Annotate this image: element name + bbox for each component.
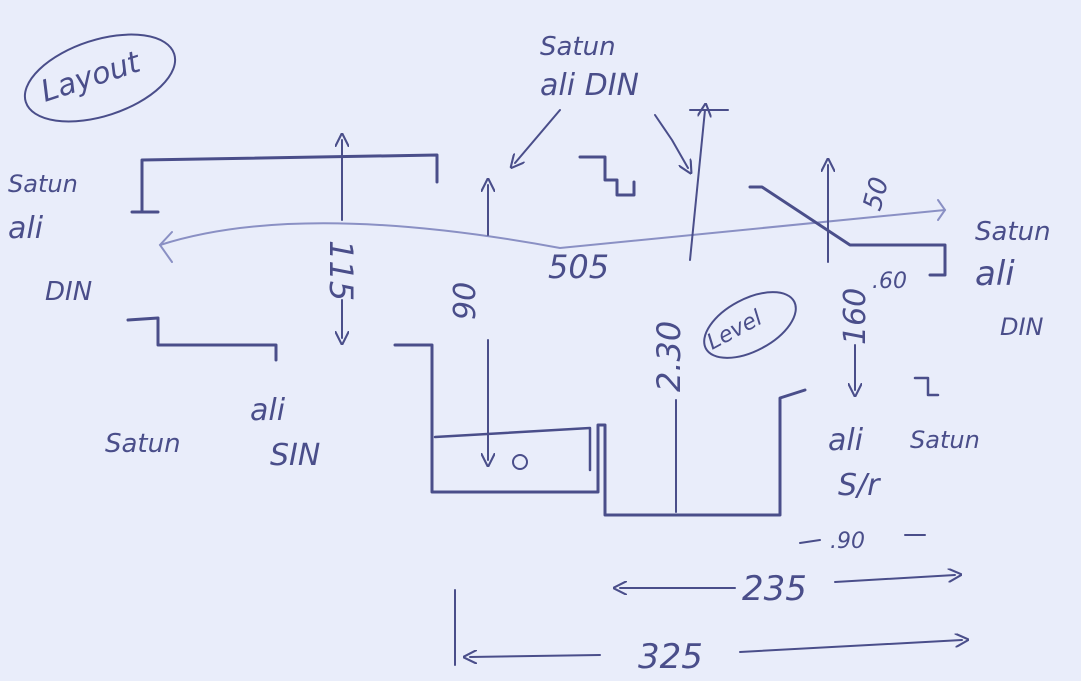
- dim-325-arrow-left: [470, 655, 601, 657]
- small-step-right: [913, 376, 940, 397]
- label-left-top-1: Satun: [8, 170, 78, 198]
- dim-325-arrow-right: [739, 640, 962, 653]
- label-left-top-3: DIN: [45, 277, 92, 307]
- pointer-arrow-left: [515, 109, 561, 163]
- label-right-bottom-2: S/r: [838, 468, 881, 503]
- label-top-center-2: ali DIN: [540, 68, 639, 103]
- pit-outline: [393, 343, 807, 517]
- dim-90b-ticks: [799, 534, 926, 544]
- rise-arrow: [689, 110, 705, 261]
- stair-bottom-left: [126, 316, 278, 362]
- dim-235: 235: [742, 569, 807, 609]
- label-left-bottom-3: Satun: [105, 429, 181, 459]
- title-oval: [23, 33, 177, 123]
- pit-inner-step: [433, 426, 592, 472]
- dim-230: 2.30: [650, 321, 688, 392]
- label-left-bottom-2: SIN: [270, 438, 320, 473]
- stair-top-right: [748, 185, 947, 277]
- level-oval: [703, 291, 797, 359]
- stair-top-center: [578, 155, 636, 197]
- span-arrow-right: [937, 199, 947, 221]
- dim-325: 325: [638, 637, 703, 677]
- dim-160: 160: [838, 288, 873, 345]
- dim-90: 90: [448, 282, 483, 320]
- label-left-top-2: ali: [8, 211, 44, 246]
- label-right-2: ali: [975, 254, 1015, 294]
- span-line: [159, 209, 946, 250]
- label-left-bottom-1: ali: [250, 393, 286, 428]
- dim-115: 115: [322, 240, 360, 301]
- dim-60: .60: [872, 269, 907, 294]
- level-mark: [512, 454, 528, 470]
- label-right-bottom-1: ali: [828, 423, 864, 458]
- stair-top-left: [140, 153, 439, 212]
- label-right-bottom-3: Satun: [910, 426, 980, 454]
- pointer-arrow-right: [654, 114, 688, 168]
- dim-235-arrow-right: [834, 575, 955, 583]
- span-arrow-left: [158, 231, 173, 263]
- dim-505: 505: [548, 248, 609, 286]
- label-right-3: DIN: [1000, 313, 1044, 341]
- dim-90b: .90: [830, 529, 865, 554]
- label-right-1: Satun: [975, 217, 1051, 247]
- label-top-center-1: Satun: [540, 32, 616, 62]
